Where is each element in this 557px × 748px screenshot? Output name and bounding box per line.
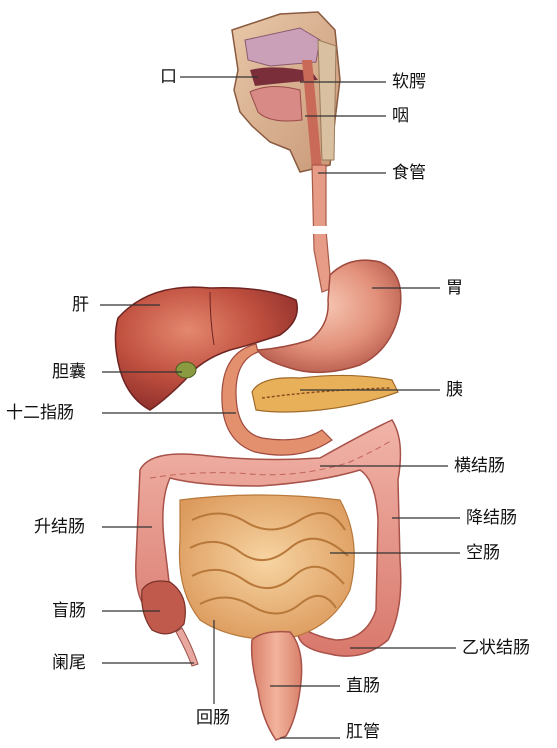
label-rectum: 直肠	[346, 676, 380, 696]
small-intestine-shape	[179, 495, 354, 640]
label-cecum: 盲肠	[52, 601, 86, 621]
label-soft-palate: 软腭	[392, 72, 426, 92]
label-anus: 肛管	[346, 722, 380, 742]
esophagus-break	[308, 226, 332, 234]
label-ileum: 回肠	[196, 708, 230, 728]
cecum-shape	[142, 581, 186, 634]
label-pharynx: 咽	[392, 106, 409, 126]
label-stomach: 胃	[446, 278, 463, 298]
head-section	[232, 12, 340, 172]
label-descending-colon: 降结肠	[466, 508, 517, 528]
label-mouth: 口	[160, 67, 177, 87]
label-sigmoid-colon: 乙状结肠	[462, 638, 530, 658]
label-liver: 肝	[72, 295, 89, 315]
label-pancreas: 胰	[446, 380, 463, 400]
pancreas-shape	[252, 375, 398, 412]
appendix-shape	[176, 628, 198, 666]
label-jejunum: 空肠	[466, 543, 500, 563]
label-esophagus: 食管	[392, 163, 426, 183]
label-gallbladder: 胆囊	[52, 362, 86, 382]
label-transverse-colon: 横结肠	[454, 456, 505, 476]
label-appendix: 阑尾	[52, 653, 86, 673]
gallbladder-shape	[176, 362, 196, 378]
label-duodenum: 十二指肠	[6, 403, 74, 423]
label-ascending-colon: 升结肠	[34, 517, 85, 537]
